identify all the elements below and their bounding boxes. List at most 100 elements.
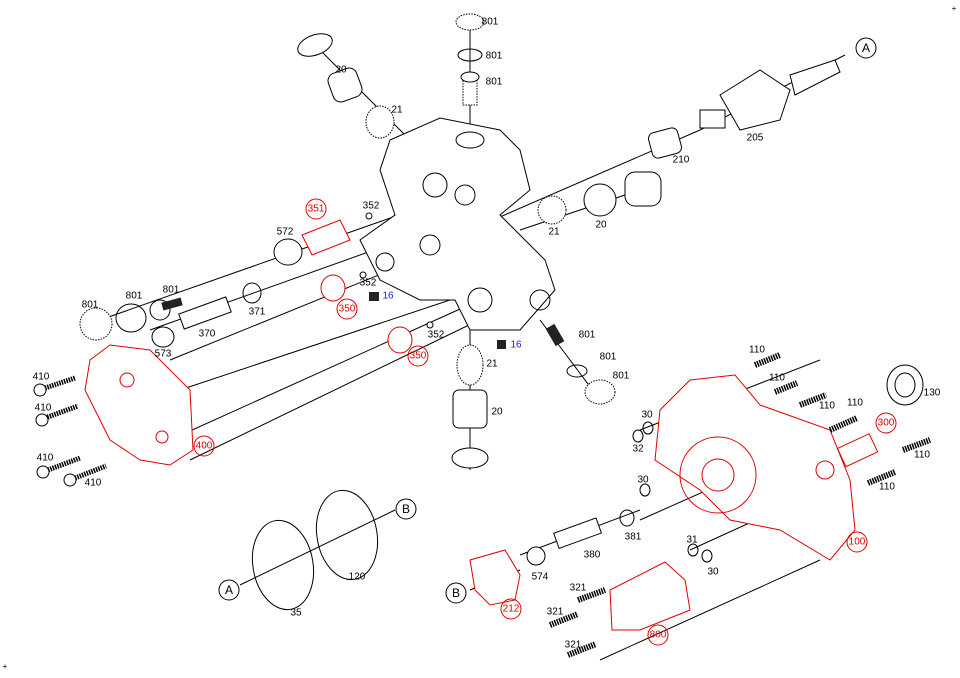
part-21-spring-mid: [537, 195, 567, 225]
callout-b-right: B: [395, 498, 417, 520]
label-30: 30: [707, 567, 719, 578]
label-800: 800: [650, 630, 667, 641]
label-21: 21: [486, 359, 498, 370]
part-350-valve-a: [320, 271, 367, 302]
callout-b-left: B: [445, 582, 467, 604]
label-350: 350: [339, 304, 356, 315]
corner-mark: +: [952, 4, 957, 13]
part-100-housing: [654, 374, 856, 561]
label-352: 352: [360, 278, 377, 289]
label-100: 100: [849, 537, 866, 548]
label-573: 573: [155, 349, 172, 360]
label-410: 410: [85, 478, 102, 489]
screws-110: [753, 352, 932, 486]
part-35-oring: [251, 519, 315, 611]
part-130-seal: [886, 364, 924, 406]
label-801: 801: [579, 330, 596, 341]
label-801: 801: [126, 291, 143, 302]
label-574: 574: [532, 572, 549, 583]
label-20: 20: [491, 407, 503, 418]
part-801-right: [545, 323, 616, 405]
label-410: 410: [37, 453, 54, 464]
label-31: 31: [686, 535, 698, 546]
corner-mark: +: [3, 662, 8, 671]
rings-small: [619, 421, 713, 563]
screws-321: [548, 587, 607, 658]
label-572: 572: [277, 227, 294, 238]
label-410: 410: [33, 372, 50, 383]
label-352: 352: [428, 330, 445, 341]
part-350-valve-b: [387, 321, 434, 354]
label-20: 20: [595, 220, 607, 231]
label-21: 21: [548, 227, 560, 238]
label-370: 370: [199, 329, 216, 340]
label-20: 20: [335, 65, 347, 76]
label-400: 400: [196, 441, 213, 452]
label-110: 110: [847, 398, 863, 409]
part-210-bushing: [647, 127, 683, 159]
part-205-shaft: [699, 59, 841, 131]
label-110: 110: [749, 345, 765, 356]
label-371: 371: [249, 307, 266, 318]
label-410: 410: [35, 403, 52, 414]
part-370-valve: [178, 296, 232, 330]
label-32: 32: [632, 444, 644, 455]
label-801: 801: [482, 17, 499, 28]
label-210: 210: [673, 155, 690, 166]
label-30: 30: [641, 410, 653, 421]
part-21-spring-top: [365, 105, 395, 139]
part-16-plug-b: [497, 340, 506, 349]
part-16-plug-a: [369, 292, 379, 301]
label-16: 16: [510, 340, 522, 351]
pump-housing: [359, 117, 556, 331]
svg-text:A: A: [225, 583, 233, 597]
svg-text:B: B: [402, 502, 410, 516]
part-801-left: [79, 297, 183, 341]
label-801: 801: [486, 77, 503, 88]
label-16: 16: [382, 291, 394, 302]
part-20-tappet-low: [451, 389, 489, 469]
callout-a-top: A: [855, 37, 877, 59]
label-321: 321: [570, 583, 587, 594]
label-352: 352: [363, 201, 380, 212]
label-110: 110: [879, 482, 895, 493]
svg-text:A: A: [862, 41, 870, 55]
label-300: 300: [878, 418, 895, 429]
label-110: 110: [914, 450, 930, 461]
label-351: 351: [308, 204, 325, 215]
label-35: 35: [290, 608, 302, 619]
part-801-stack: [455, 13, 485, 106]
part-20-tappet-mid: [583, 171, 662, 217]
part-labels: 801 801 801 20 21 205 210 351 352 572 21…: [33, 17, 941, 651]
screws-410: [33, 375, 107, 487]
part-573-cap: [151, 326, 175, 348]
label-801: 801: [82, 300, 99, 311]
red-circles: [193, 198, 897, 646]
label-801: 801: [613, 371, 630, 382]
part-351-valve: [301, 212, 373, 256]
callout-a-bottom: A: [218, 579, 240, 601]
label-120: 120: [349, 572, 366, 583]
part-20-tappet-top: [297, 33, 363, 103]
part-212-gasket: [469, 549, 521, 606]
label-321: 321: [565, 640, 582, 651]
label-212: 212: [503, 604, 520, 615]
part-800-metering-unit: [609, 561, 691, 631]
label-801: 801: [163, 285, 180, 296]
part-380-valve: [553, 517, 603, 550]
label-801: 801: [486, 51, 503, 62]
part-574-cap: [526, 546, 546, 566]
part-21-spring-low: [456, 344, 484, 386]
part-371-ring: [242, 282, 262, 304]
part-300-valve: [836, 433, 879, 468]
part-120-oring: [315, 489, 379, 581]
label-130: 130: [924, 388, 941, 399]
label-350: 350: [410, 351, 427, 362]
label-205: 205: [747, 133, 764, 144]
label-801: 801: [600, 352, 617, 363]
svg-text:B: B: [452, 586, 460, 600]
label-380: 380: [584, 550, 601, 561]
label-30: 30: [637, 475, 649, 486]
label-110: 110: [819, 401, 835, 412]
